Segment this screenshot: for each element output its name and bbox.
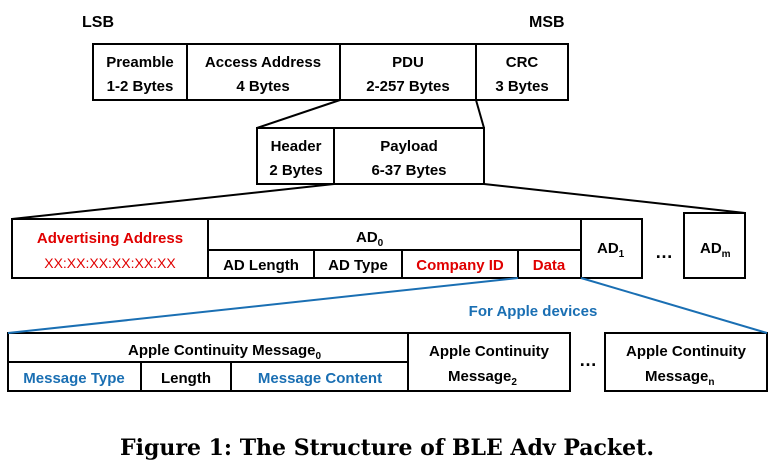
access-address-name: Access Address xyxy=(205,54,321,71)
msg2-line2: Message2 xyxy=(448,368,517,388)
pdu-size: 2-257 Bytes xyxy=(366,78,449,95)
adm-label: ADm xyxy=(700,240,731,260)
data-label: Data xyxy=(533,257,566,274)
access-address-size: 4 Bytes xyxy=(236,78,289,95)
company-id-label: Company ID xyxy=(416,257,504,274)
adm-box xyxy=(683,212,746,279)
connector-payload-right xyxy=(483,183,746,214)
payload-size: 6-37 Bytes xyxy=(371,162,446,179)
apple-devices-label: For Apple devices xyxy=(469,303,598,320)
connector-pdu-right xyxy=(475,99,485,129)
ad-ellipsis: … xyxy=(655,242,673,262)
msg2-box xyxy=(407,332,571,392)
ad-length-label: AD Length xyxy=(223,257,299,274)
adv-address-value: XX:XX:XX:XX:XX:XX xyxy=(44,255,176,271)
msg2-line1: Apple Continuity xyxy=(429,343,550,360)
msg-ellipsis: … xyxy=(579,350,597,370)
adv-address-name: Advertising Address xyxy=(37,230,183,247)
pdu-name: PDU xyxy=(392,54,424,71)
ad1-label: AD1 xyxy=(597,240,625,260)
preamble-size: 1-2 Bytes xyxy=(107,78,174,95)
connector-payload-left xyxy=(11,183,335,220)
payload-name: Payload xyxy=(380,138,438,155)
header-size: 2 Bytes xyxy=(269,162,322,179)
msb-label: MSB xyxy=(529,14,565,31)
connector-data-right xyxy=(580,277,768,334)
connector-pdu-left xyxy=(256,99,341,129)
msgn-line1: Apple Continuity xyxy=(626,343,747,360)
header-name: Header xyxy=(271,138,322,155)
crc-box xyxy=(475,43,569,101)
crc-name: CRC xyxy=(506,54,539,71)
crc-size: 3 Bytes xyxy=(495,78,548,95)
msgn-line2: Messagen xyxy=(645,368,714,388)
message-content-label: Message Content xyxy=(258,370,382,387)
preamble-name: Preamble xyxy=(106,54,174,71)
message-type-label: Message Type xyxy=(23,370,124,387)
ad1-box xyxy=(580,218,643,279)
figure-caption: Figure 1: The Structure of BLE Adv Packe… xyxy=(120,435,654,461)
ad0-label: AD0 xyxy=(356,229,384,249)
ad-type-label: AD Type xyxy=(328,257,388,274)
lsb-label: LSB xyxy=(82,14,114,31)
payload-box xyxy=(333,127,485,185)
msg0-label: Apple Continuity Message0 xyxy=(128,342,322,362)
connector-data-left xyxy=(7,277,519,334)
length-label: Length xyxy=(161,370,211,387)
msgn-box xyxy=(604,332,768,392)
